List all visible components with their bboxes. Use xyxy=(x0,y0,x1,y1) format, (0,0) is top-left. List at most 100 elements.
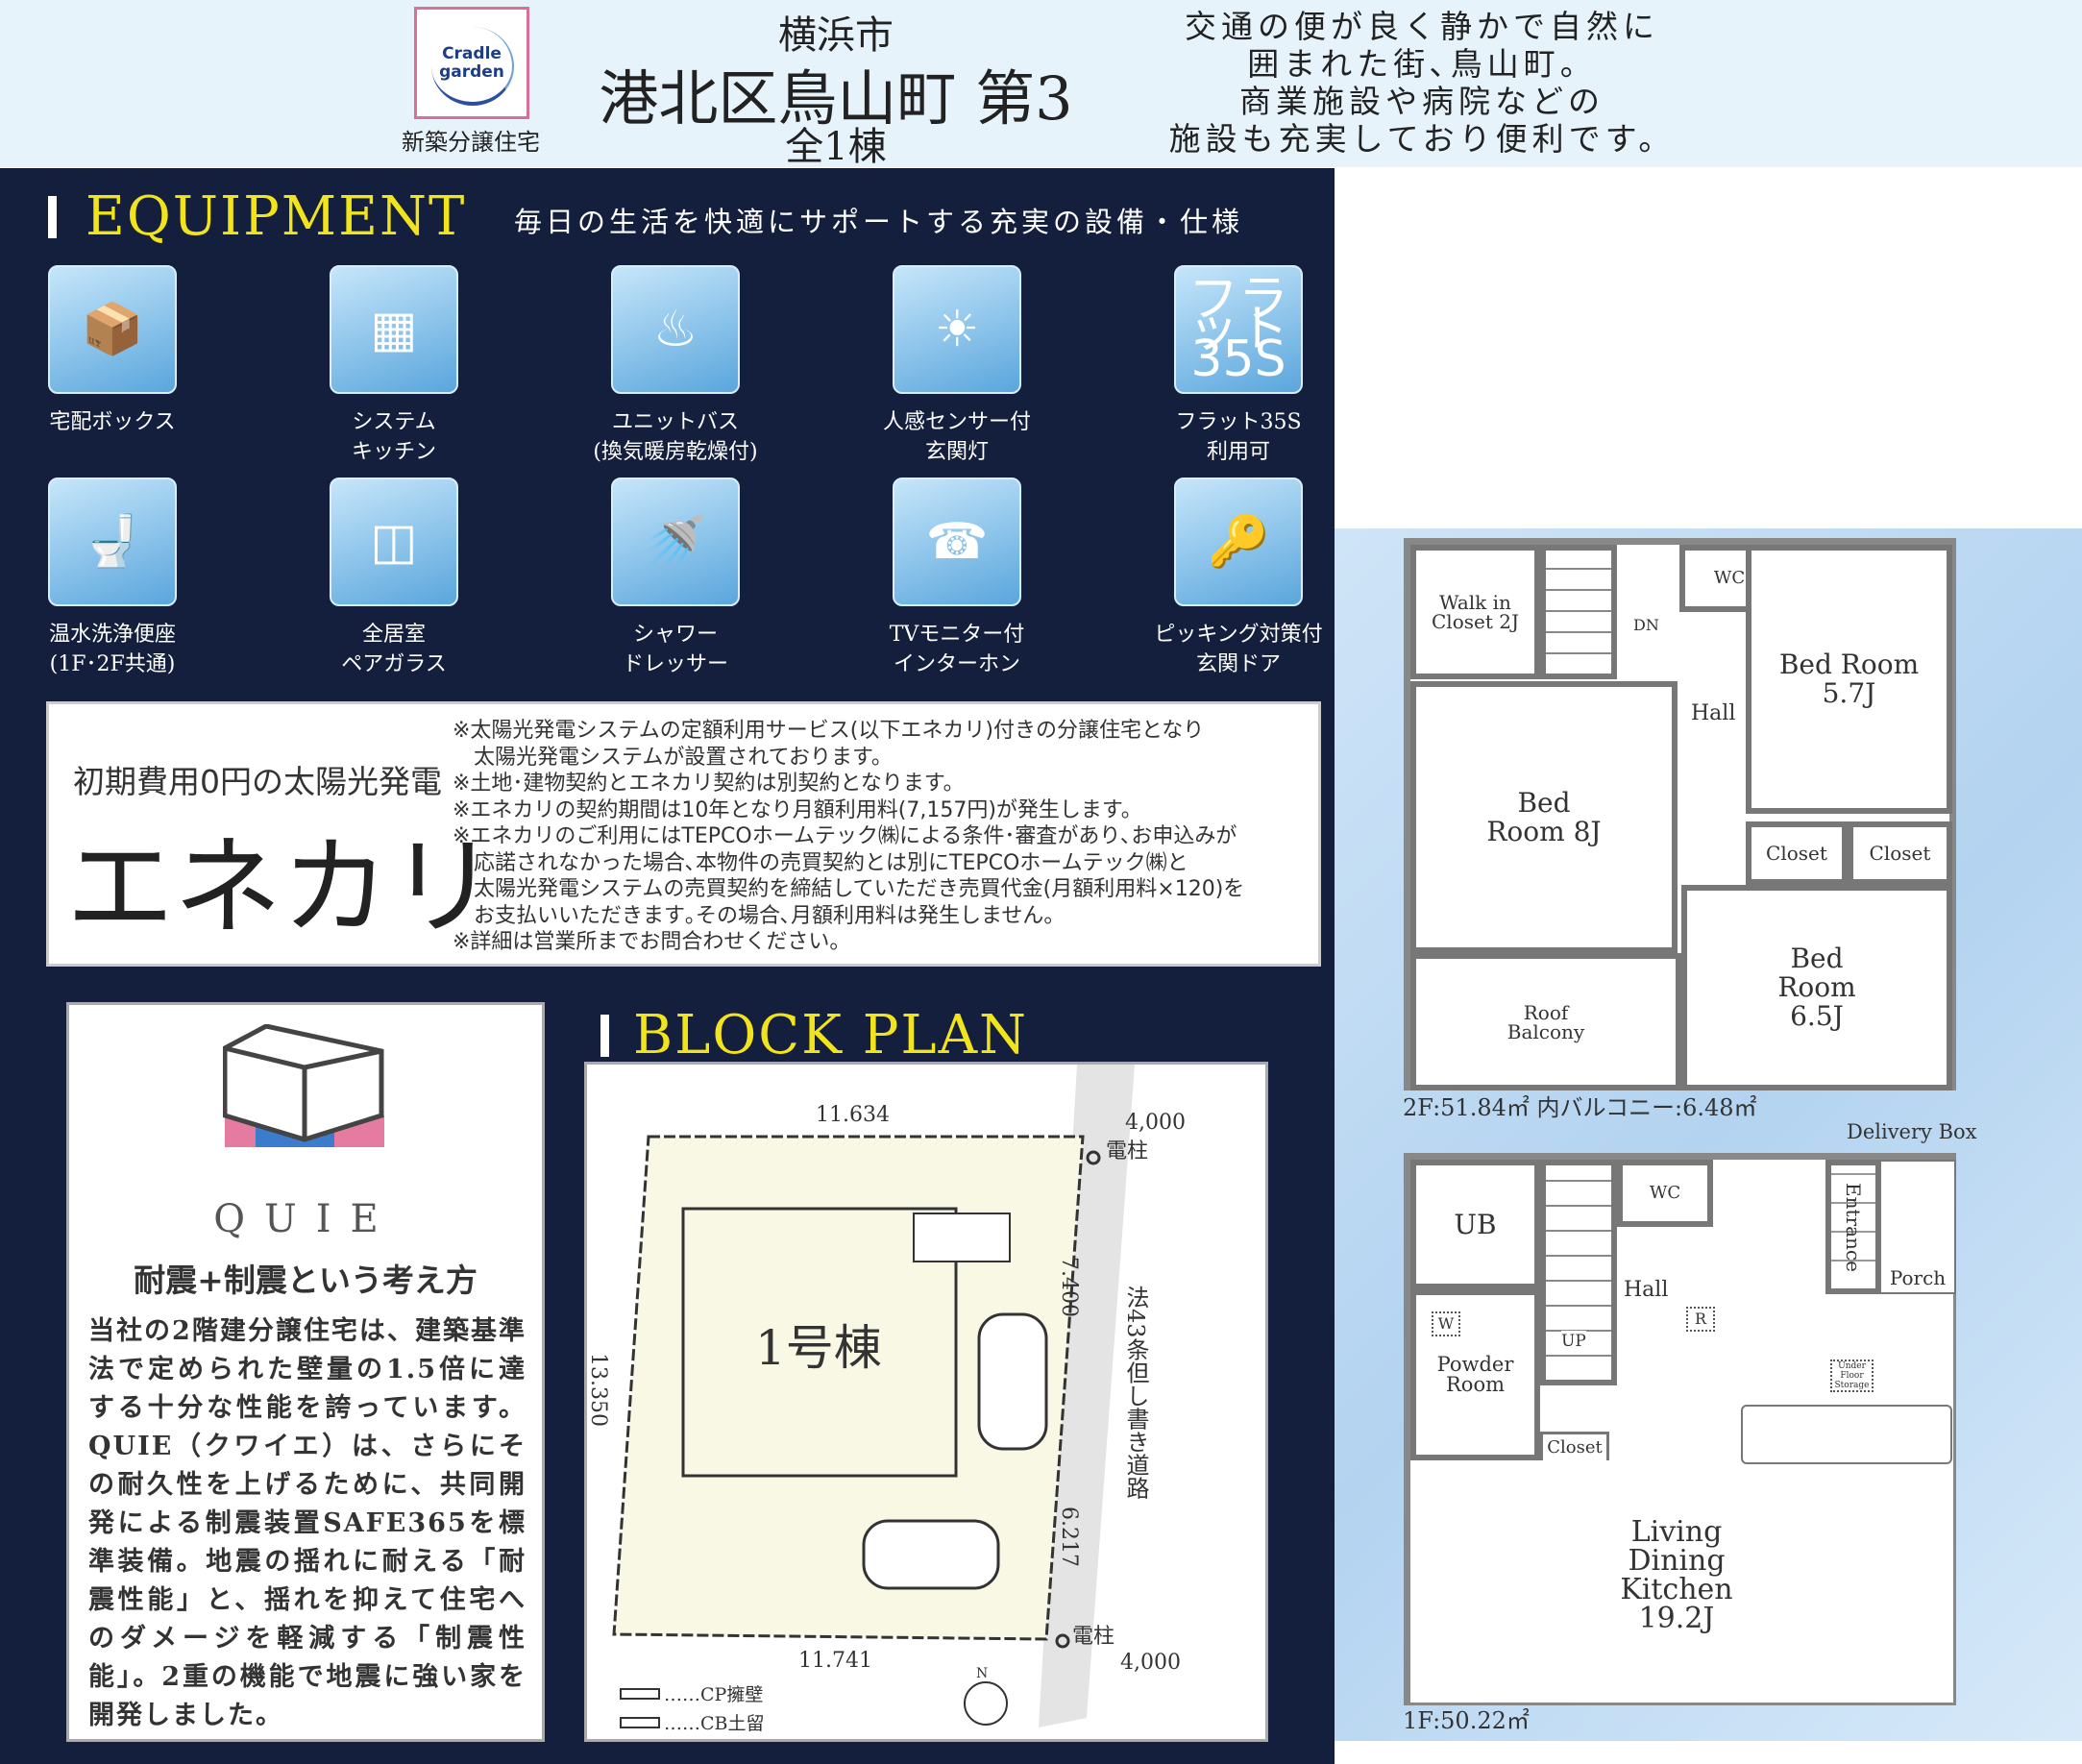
system-kitchen-icon: ▦ xyxy=(330,265,458,394)
room-walk-in-closet: Walk in Closet 2J xyxy=(1410,545,1540,679)
shower-icon: 🚿 xyxy=(611,478,740,606)
room-bedroom-6-5j: Bed Room 6.5J xyxy=(1681,885,1952,1090)
equipment-label: ピッキング対策付 xyxy=(1154,623,1323,647)
equipment-label: システム xyxy=(352,410,436,434)
enekari-note: ※エネカリのご利用にはTEPCOホームテック㈱による条件･審査があり､お申込みが xyxy=(453,824,1237,848)
quie-heading: 耐震+制震という考え方 xyxy=(134,1262,478,1299)
equipment-title: EQUIPMENT xyxy=(48,185,466,248)
delivery-box-icon: 📦 xyxy=(48,265,177,394)
entrance: Entrance xyxy=(1825,1160,1881,1294)
block-plan: 11.634 4,000 電柱 7.400 法43条但し書き道路 13.350 … xyxy=(584,1062,1268,1742)
enekari-subtitle: 初期費用0円の太陽光発電 xyxy=(73,763,442,800)
up-label: UP xyxy=(1561,1331,1586,1352)
equipment-subtitle: 毎日の生活を快適にサポートする充実の設備・仕様 xyxy=(514,206,1244,238)
dim-road-top: 4,000 xyxy=(1125,1111,1186,1135)
dim-top: 11.634 xyxy=(816,1103,890,1127)
motion-sensor-light-icon: ☀ xyxy=(893,265,1021,394)
tagline-line: 交通の便が良く静かで自然に xyxy=(1185,8,1659,45)
building-footprint xyxy=(681,1207,958,1478)
equipment-label: (換気暖房乾燥付) xyxy=(593,440,758,464)
enekari-note: ※詳細は営業所までお問合わせください。 xyxy=(453,930,851,954)
equipment-item: 🚿 シャワードレッサー xyxy=(584,478,767,679)
car-icon xyxy=(977,1312,1048,1451)
enekari-note: 太陽光発電システムの売買契約を締結していただき売買代金(月額利用料×120)を xyxy=(453,877,1245,901)
room-wc: WC xyxy=(1617,1160,1713,1227)
pole-icon xyxy=(1086,1150,1101,1165)
equipment-item: ◫全居室ペアガラス xyxy=(303,478,485,679)
equipment-label: TVモニター付 xyxy=(889,623,1025,647)
quie-box: QUIE 耐震+制震という考え方 当社の2階建分譲住宅は、建築基準法で定められた… xyxy=(66,1002,545,1742)
tagline-line: 商業施設や病院などの xyxy=(1239,83,1604,120)
dim-right-1: 7.400 xyxy=(1057,1257,1081,1317)
equipment-label: ペアガラス xyxy=(341,652,447,676)
equipment-item: ☀人感センサー付玄関灯 xyxy=(866,265,1048,467)
key-icon: 🔑 xyxy=(1174,478,1303,606)
equipment-label: インターホン xyxy=(893,652,1020,676)
equipment-label: 温水洗浄便座 xyxy=(48,623,176,647)
quie-house-logo xyxy=(223,1024,384,1147)
equipment-label: 玄関灯 xyxy=(924,440,989,464)
hall-label: Hall xyxy=(1691,701,1736,725)
dim-right-2: 6.217 xyxy=(1057,1507,1081,1567)
equipment-label: シャワー xyxy=(632,623,718,647)
city: 横浜市 xyxy=(778,13,894,58)
dim-left: 13.350 xyxy=(586,1353,610,1427)
enekari-note: 太陽光発電システムが設置されております。 xyxy=(453,745,893,770)
equipment-title-text: EQUIPMENT xyxy=(86,185,467,248)
delivery-box-label: Delivery Box xyxy=(1847,1120,1977,1143)
quie-logo-text: QUIE xyxy=(213,1197,398,1241)
floor-2f-area: 2F:51.84㎡ 内バルコニー:6.48㎡ xyxy=(1403,1094,1757,1121)
equipment-label: ドレッサー xyxy=(622,652,728,676)
room-bedroom-8j: Bed Room 8J xyxy=(1410,681,1678,953)
enekari-note: ※土地･建物契約とエネカリ契約は別契約となります。 xyxy=(453,772,965,796)
room-powder-room: Powder Room xyxy=(1410,1289,1540,1460)
car-icon xyxy=(862,1519,1000,1590)
equipment-label: ユニットバス xyxy=(611,410,739,434)
equipment-label: キッチン xyxy=(351,440,436,464)
unit-bath-icon: ♨ xyxy=(611,265,740,394)
road xyxy=(1039,1065,1135,1727)
tagline-line: 囲まれた街､鳥山町。 xyxy=(1247,45,1597,83)
equipment-item: ▦ システムキッチン xyxy=(303,265,485,467)
pole-label: 電柱 xyxy=(1106,1139,1149,1164)
block-plan-title-text: BLOCK PLAN xyxy=(633,1004,1029,1066)
porch-stairs xyxy=(913,1213,1011,1262)
tagline: 交通の便が良く静かで自然に囲まれた街､鳥山町。商業施設や病院などの施設も充実して… xyxy=(1134,8,1710,158)
equipment-label: 宅配ボックス xyxy=(49,410,176,434)
equipment-item: 📦 宅配ボックス xyxy=(21,265,204,437)
tagline-line: 施設も充実しており便利です。 xyxy=(1168,120,1676,158)
stairs xyxy=(1540,545,1617,679)
closet: Closet xyxy=(1746,821,1848,885)
kitchen-counter xyxy=(1741,1405,1952,1464)
enekari-note: ※エネカリの契約期間は10年となり月額利用料(7,157円)が発生します。 xyxy=(453,797,1142,822)
building-label: 1号棟 xyxy=(755,1320,882,1376)
north-label: N xyxy=(976,1666,989,1681)
washer-space: W xyxy=(1432,1311,1460,1336)
dn-label: DN xyxy=(1633,616,1659,634)
floor-1f-area: 1F:50.22㎡ xyxy=(1403,1707,1530,1734)
room-roof-balcony: Roof Balcony xyxy=(1410,953,1681,1090)
enekari-note: お支払いいただきます｡その場合､月額利用料は発生しません。 xyxy=(453,903,1065,928)
pole-icon xyxy=(1055,1633,1070,1649)
dim-bottom: 11.741 xyxy=(798,1649,872,1673)
enekari-title: エネカリ xyxy=(66,825,497,950)
legend-cb: ……CB土留 xyxy=(664,1713,765,1734)
pole-label: 電柱 xyxy=(1072,1625,1115,1649)
road-label: 法43条但し書き道路 xyxy=(1122,1286,1149,1500)
room-ldk: Living Dining Kitchen 19.2J xyxy=(1620,1515,1733,1635)
page-title: 港北区鳥山町 第3 xyxy=(599,63,1073,134)
equipment-label: 玄関ドア xyxy=(1195,652,1281,676)
equipment-item: ♨ ユニットバス (換気暖房乾燥付) xyxy=(584,265,767,467)
north-arrow-icon xyxy=(964,1681,1008,1726)
unit-count: 全1棟 xyxy=(785,125,887,169)
equipment-label: 利用可 xyxy=(1206,440,1270,464)
enekari-note: ※太陽光発電システムの定額利用サービス(以下エネカリ)付きの分譲住宅となり xyxy=(453,719,1205,743)
toilet-icon: 🚽 xyxy=(48,478,177,606)
equipment-item: 🚽温水洗浄便座(1F･2F共通) xyxy=(21,478,204,679)
equipment-label: フラット35S xyxy=(1175,410,1302,434)
closet: Closet xyxy=(1540,1432,1609,1463)
hall-label: Hall xyxy=(1624,1278,1669,1302)
equipment-item: 🔑 ピッキング対策付玄関ドア xyxy=(1147,478,1330,679)
